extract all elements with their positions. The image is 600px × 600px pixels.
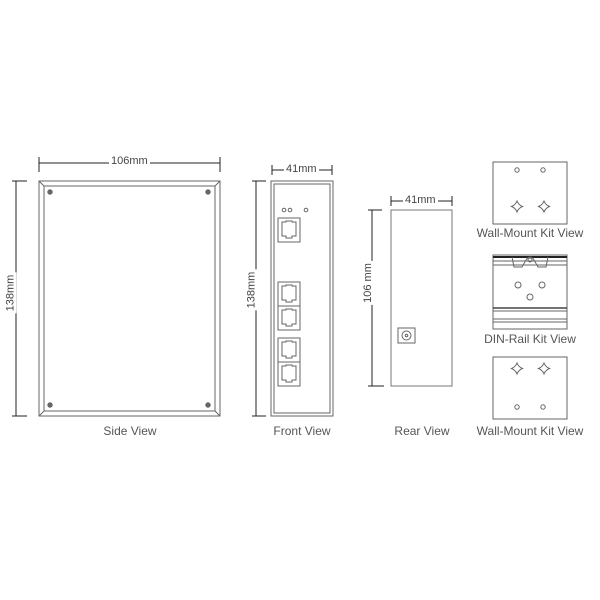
front-view-drawing: [252, 165, 334, 417]
wall-mount-bottom-drawing: [492, 356, 568, 420]
din-rail-label: DIN-Rail Kit View: [484, 332, 576, 346]
rj45-port-1: [277, 281, 301, 307]
side-view-label: Side View: [103, 424, 157, 438]
rj45-port-3: [277, 337, 301, 363]
wall-mount-bottom-label: Wall-Mount Kit View: [476, 424, 584, 438]
rj45-port-uplink: [277, 217, 301, 243]
rear-view-width-dimension: 41mm: [403, 194, 438, 206]
front-view-height-dimension: 138mm: [245, 269, 258, 311]
wall-mount-top-drawing: [492, 161, 568, 225]
rear-view-drawing: [368, 196, 453, 387]
side-view-drawing: [12, 157, 221, 417]
din-rail-drawing: [492, 254, 568, 330]
rj45-port-2: [277, 305, 301, 331]
rear-view-label: Rear View: [394, 424, 450, 438]
front-view-width-dimension: 41mm: [284, 163, 319, 175]
rear-view-height-dimension: 106 mm: [361, 261, 374, 305]
side-view-width-dimension: 106mm: [109, 155, 150, 167]
front-view-label: Front View: [273, 424, 331, 438]
rj45-port-4: [277, 361, 301, 387]
wall-mount-top-label: Wall-Mount Kit View: [476, 226, 584, 240]
power-jack: [397, 327, 416, 344]
side-view-height-dimension: 138mm: [4, 272, 17, 314]
